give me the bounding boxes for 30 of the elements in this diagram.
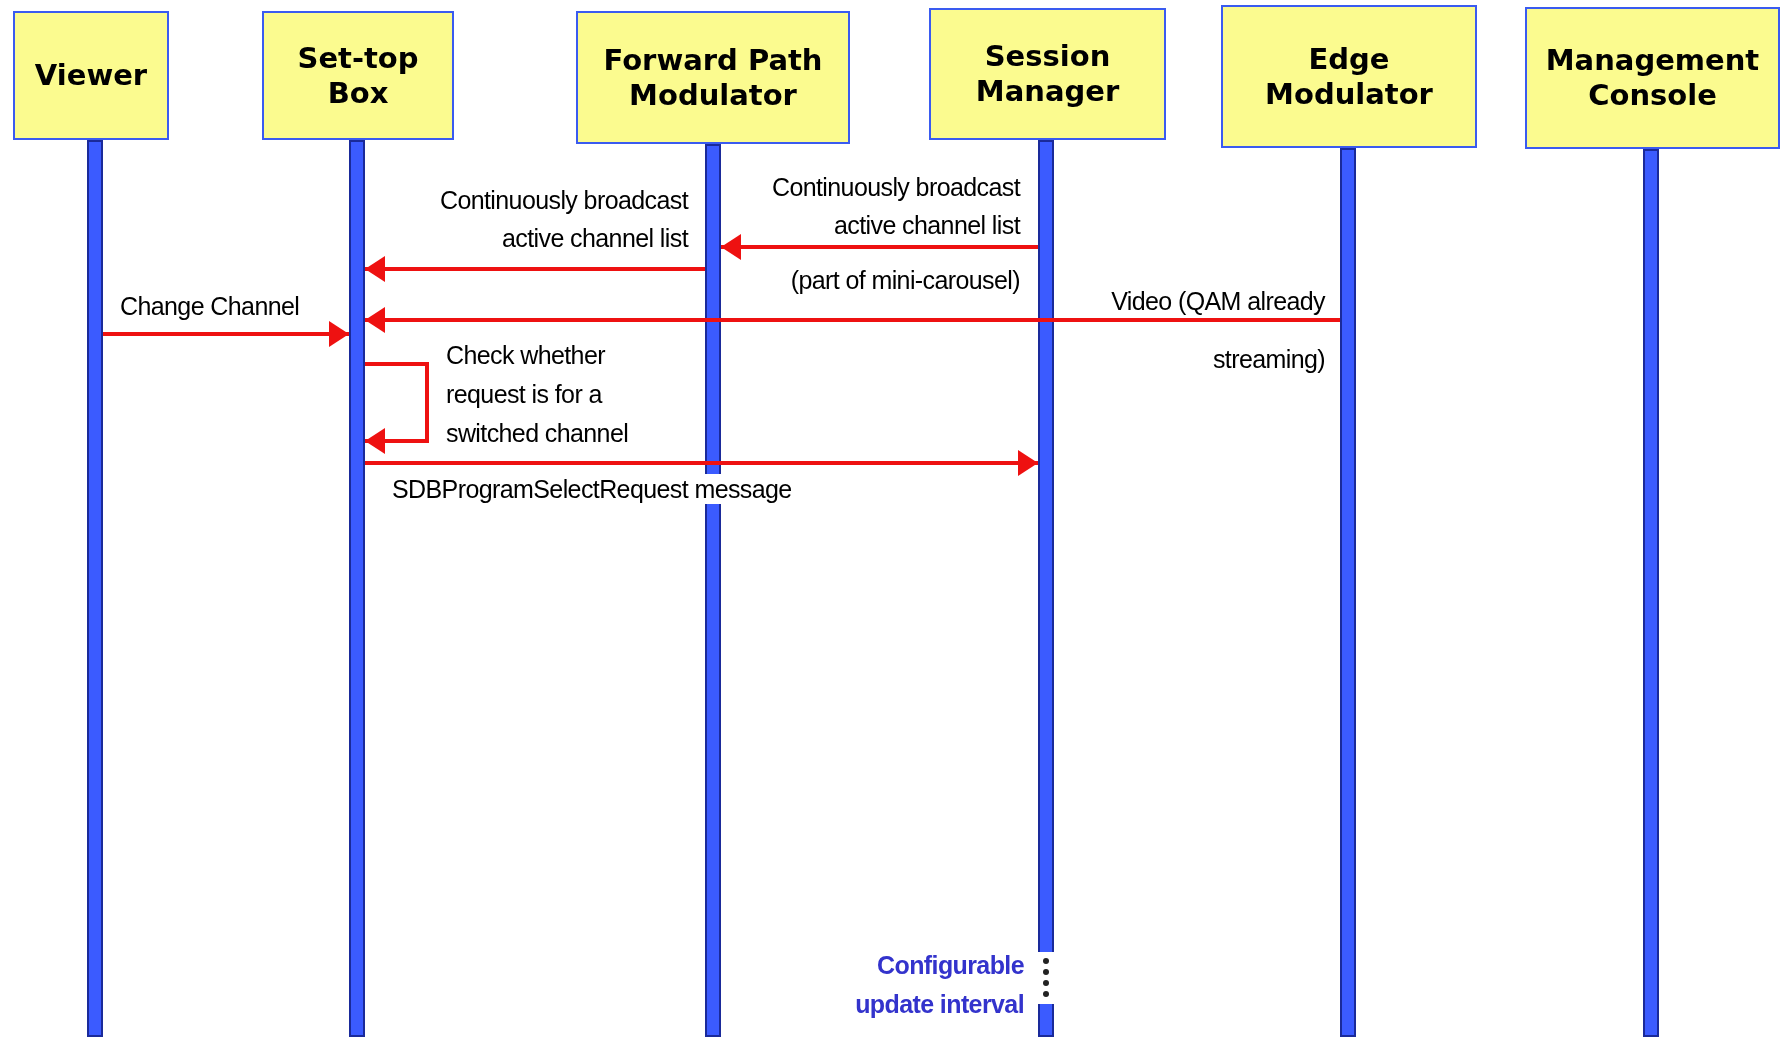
message-arrow [365, 450, 1038, 476]
participant-box [1525, 7, 1780, 149]
participant-box [1221, 5, 1477, 148]
participant-name: Session Manager [974, 39, 1121, 109]
participant-box [262, 11, 454, 140]
message-label: Video (QAM already streaming) [1110, 286, 1325, 375]
participant-name: Edge Modulator [1264, 41, 1434, 112]
lifeline-bar [349, 140, 365, 1037]
message-arrow [365, 362, 429, 454]
message-arrow [365, 307, 1340, 333]
participant-name: Management Console [1544, 43, 1761, 113]
lifeline-bar [1340, 148, 1356, 1037]
participant-box [13, 11, 169, 140]
message-arrow [103, 321, 349, 347]
note-text: Configurable update interval [854, 950, 1024, 1020]
message-arrow [721, 234, 1038, 260]
lifeline-bar [87, 140, 103, 1037]
participant-name: Forward Path Modulator [602, 42, 824, 113]
lifeline-bar [1038, 140, 1054, 1037]
message-label: Change Channel [120, 291, 301, 322]
lifeline-bar [1643, 149, 1659, 1037]
message-note: (part of mini-carousel) [789, 265, 1020, 296]
message-label: Continuously broadcast active channel list [438, 185, 688, 254]
participant-box [576, 11, 850, 144]
participant-name: Viewer [34, 58, 148, 93]
message-label: Check whether request is for a switched channel [446, 340, 630, 449]
message-label: Continuously broadcast active channel list [770, 172, 1020, 241]
participant-name: Set-top Box [296, 40, 420, 111]
participant-box [929, 8, 1166, 140]
message-arrow [365, 256, 705, 282]
